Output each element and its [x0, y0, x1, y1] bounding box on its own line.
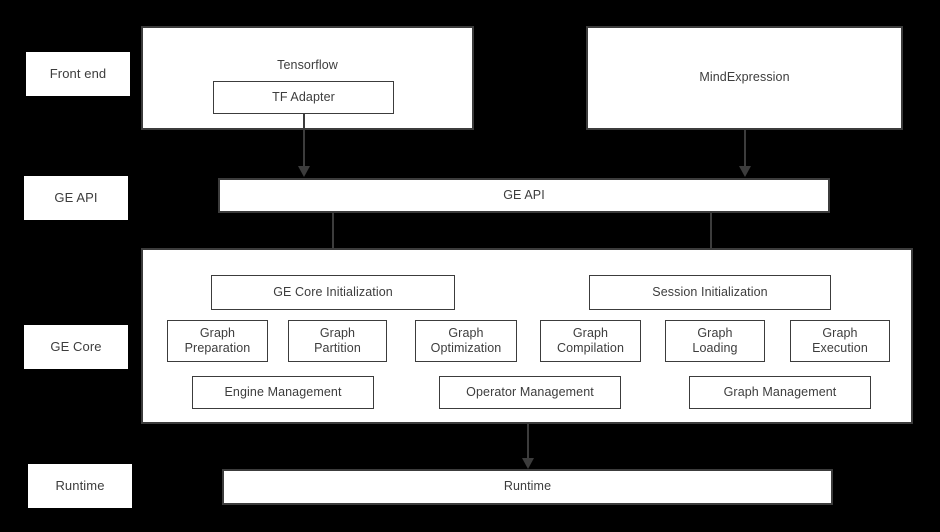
engine-management-box: Engine Management: [192, 376, 374, 409]
ge-core-initialization-box: GE Core Initialization: [211, 275, 455, 310]
tf-adapter-box: TF Adapter: [213, 81, 394, 114]
rail-label-runtime: Runtime: [28, 464, 132, 508]
runtime-bar: Runtime: [222, 469, 833, 505]
tensorflow-title: Tensorflow: [277, 58, 338, 72]
rail-label-front-end: Front end: [26, 52, 130, 96]
graph-optimization-box: Graph Optimization: [415, 320, 517, 362]
graph-execution-box: Graph Execution: [790, 320, 890, 362]
ge-api-bar: GE API: [218, 178, 830, 213]
operator-management-box: Operator Management: [439, 376, 621, 409]
mindexpression-panel: MindExpression: [586, 26, 903, 130]
graph-partition-box: Graph Partition: [288, 320, 387, 362]
session-initialization-box: Session Initialization: [589, 275, 831, 310]
rail-label-ge-api: GE API: [24, 176, 128, 220]
tensorflow-panel: Tensorflow: [141, 26, 474, 130]
rail-label-ge-core: GE Core: [24, 325, 128, 369]
graph-preparation-box: Graph Preparation: [167, 320, 268, 362]
graph-compilation-box: Graph Compilation: [540, 320, 641, 362]
graph-management-box: Graph Management: [689, 376, 871, 409]
graph-loading-box: Graph Loading: [665, 320, 765, 362]
